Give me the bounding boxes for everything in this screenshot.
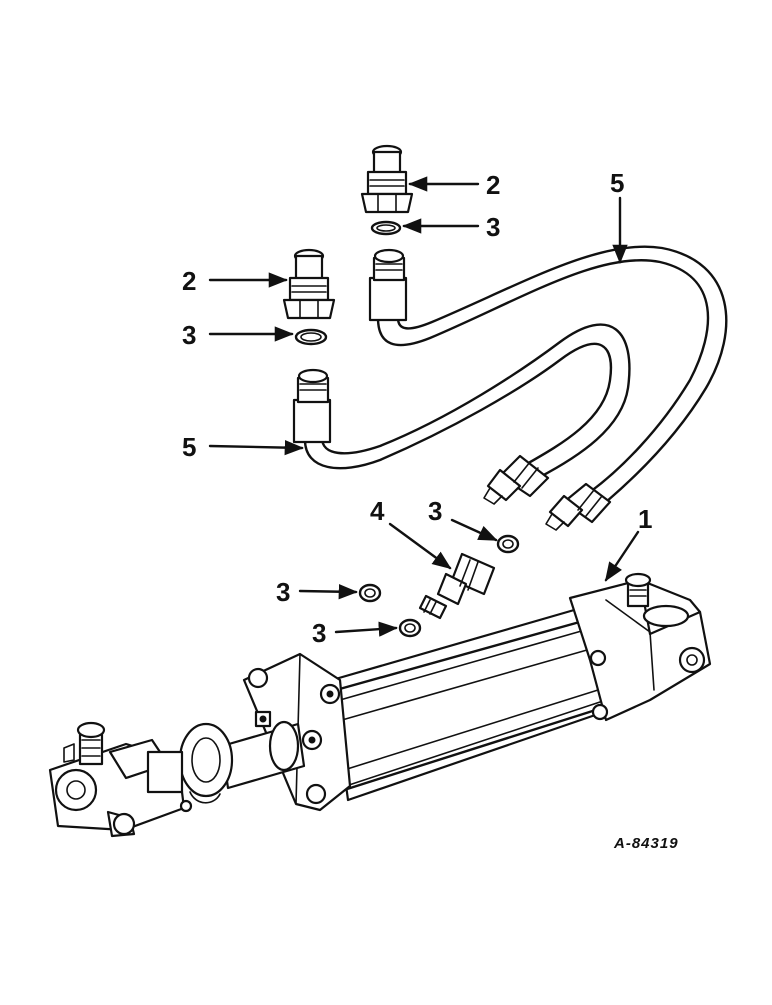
reference-number: A-84319 <box>613 835 679 852</box>
callout-3-top: 3 <box>486 212 500 242</box>
coupler-top <box>360 144 414 214</box>
tube-end-left <box>292 368 332 444</box>
o-ring-low2 <box>398 618 422 638</box>
callout-3-low1: 3 <box>276 577 290 607</box>
leader-lines <box>208 176 640 637</box>
o-ring-top <box>370 220 402 236</box>
callout-2-left: 2 <box>182 266 196 296</box>
hose-end-fitting-a <box>483 454 550 505</box>
callout-2-top: 2 <box>486 170 500 200</box>
callout-3-left: 3 <box>182 320 196 350</box>
hose-outer <box>376 245 728 504</box>
callout-3-low2: 3 <box>312 618 326 648</box>
callout-1: 1 <box>638 504 652 534</box>
coupler-left <box>282 248 336 320</box>
hose-end-fitting-b <box>545 482 612 531</box>
o-ring-left <box>294 328 328 346</box>
cylinder-assembly <box>48 572 712 838</box>
o-ring-low1 <box>358 583 382 603</box>
callout-4: 4 <box>370 496 385 526</box>
hose-inner <box>303 323 631 480</box>
callout-5-top: 5 <box>610 168 624 198</box>
o-ring-mid <box>496 534 520 554</box>
callout-5-left: 5 <box>182 432 196 462</box>
callout-3-mid: 3 <box>428 496 442 526</box>
tube-end-top <box>368 248 408 322</box>
adapter-fitting <box>418 552 496 620</box>
